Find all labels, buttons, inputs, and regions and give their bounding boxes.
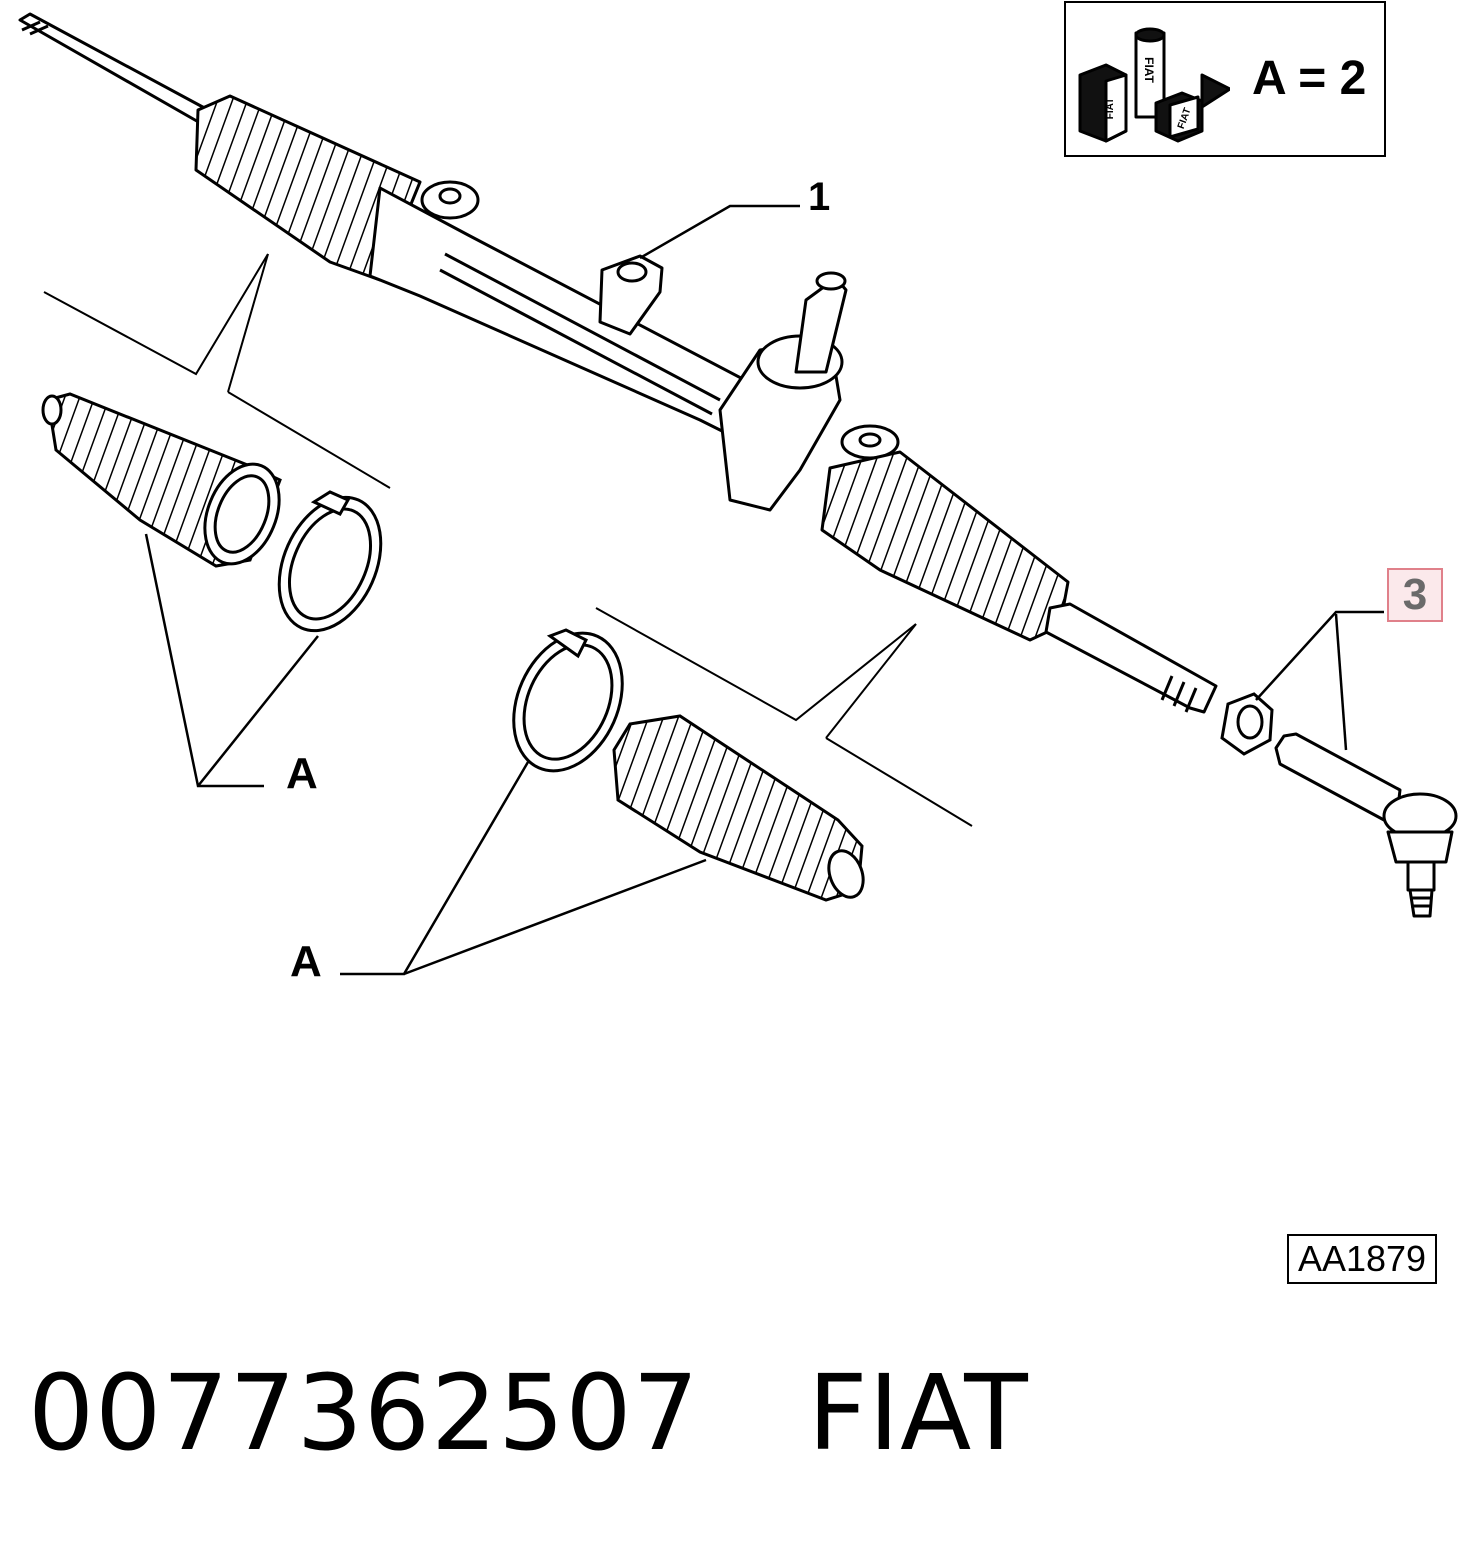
right-tie-rod: [1044, 602, 1218, 714]
diagram-reference-code: AA1879: [1287, 1234, 1437, 1284]
kit-icon: [1078, 27, 1230, 143]
lock-nut: [1220, 692, 1274, 756]
spare-boot-bottom: [612, 714, 865, 902]
mounting-bracket: [598, 254, 664, 336]
kit-legend-box: FIAT FIAT FIAT A = 2: [1064, 1, 1386, 157]
left-tie-rod: [18, 12, 214, 126]
kit-brand-mark-1: FIAT: [1105, 97, 1117, 120]
kit-quantity-label: A = 2: [1252, 52, 1367, 105]
brand-name: FIAT: [807, 1352, 1029, 1474]
rack-housing: [368, 180, 762, 442]
spare-boot-left: [41, 392, 282, 568]
section-dividers: [43, 253, 973, 827]
pinion-housing: [718, 271, 900, 512]
spare-clamp-bottom: [512, 628, 624, 773]
callout-kit-a-left: A: [286, 749, 318, 798]
right-bellows-on-rack: [820, 450, 1070, 642]
callout-part-3-highlight[interactable]: 3: [1387, 568, 1443, 622]
kit-brand-mark-2: FIAT: [1141, 57, 1156, 83]
footer-caption: 0077362507 FIAT: [28, 1352, 1029, 1474]
leader-lines: [144, 204, 1384, 976]
spare-clamp-left: [277, 490, 383, 633]
callout-part-1: 1: [808, 175, 830, 219]
steering-rack: [18, 12, 1218, 714]
part-number: 0077362507: [28, 1352, 700, 1474]
callout-kit-a-bottom: A: [290, 937, 322, 986]
tie-rod-end: [1274, 732, 1458, 918]
